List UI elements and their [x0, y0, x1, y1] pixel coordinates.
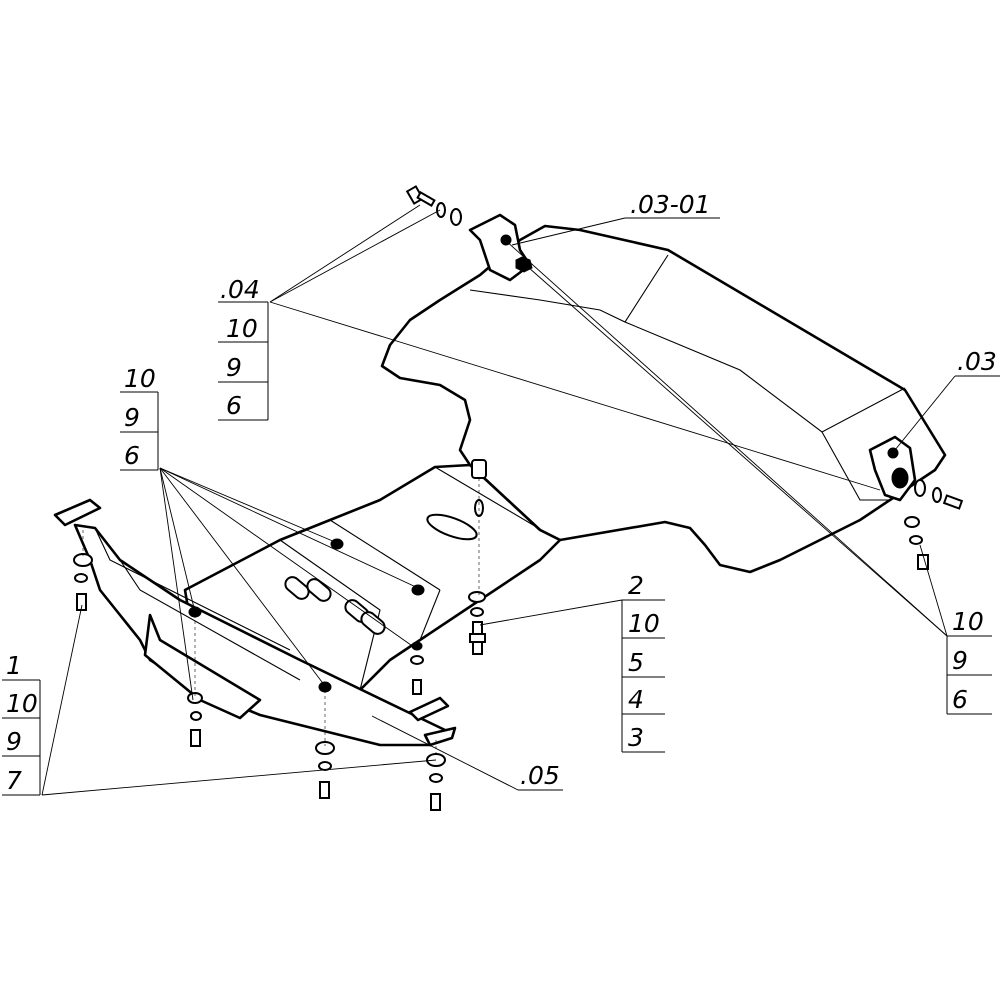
front-beam-bracket — [53, 498, 457, 747]
callout-center-4: 3 — [628, 723, 644, 752]
callout-left-top-0: 10 — [124, 364, 156, 393]
callout-04-2: 9 — [226, 353, 242, 382]
callout-03: .03 — [957, 347, 997, 376]
callout-03-01: .03-01 — [630, 190, 711, 219]
callout-left-bottom-1: 10 — [6, 689, 38, 718]
callout-center-3: 4 — [628, 685, 644, 714]
callout-04-1: 10 — [226, 314, 258, 343]
callout-05: .05 — [520, 761, 560, 790]
callout-right-2: 6 — [952, 685, 968, 714]
callout-right-1: 9 — [952, 646, 968, 675]
hardware-front-plate — [188, 538, 425, 695]
callout-right-0: 10 — [952, 607, 984, 636]
leader-lines — [41, 204, 1000, 796]
hardware-center — [468, 459, 487, 655]
callout-frames — [2, 301, 992, 796]
callout-center-1: 10 — [628, 609, 660, 638]
callout-04-0: .04 — [220, 275, 260, 304]
callout-left-top-1: 9 — [124, 403, 140, 432]
skid-plate-front — [183, 463, 562, 702]
hardware-right — [904, 479, 964, 570]
callout-left-bottom-2: 9 — [6, 727, 22, 756]
callout-center-0: 2 — [628, 571, 644, 600]
callout-left-top-2: 6 — [124, 441, 140, 470]
assembly-axes — [82, 478, 480, 758]
callout-04-3: 6 — [226, 391, 242, 420]
callout-left-bottom-0: 1 — [6, 651, 22, 680]
callout-labels: .03-01 .04 10 9 6 .03 10 9 6 2 10 5 4 3 … — [6, 190, 997, 795]
hardware-beam-bottom — [73, 553, 446, 811]
callout-center-2: 5 — [628, 648, 644, 677]
hardware-top — [405, 185, 462, 226]
bracket-03 — [868, 435, 917, 502]
callout-left-bottom-3: 7 — [6, 766, 22, 795]
